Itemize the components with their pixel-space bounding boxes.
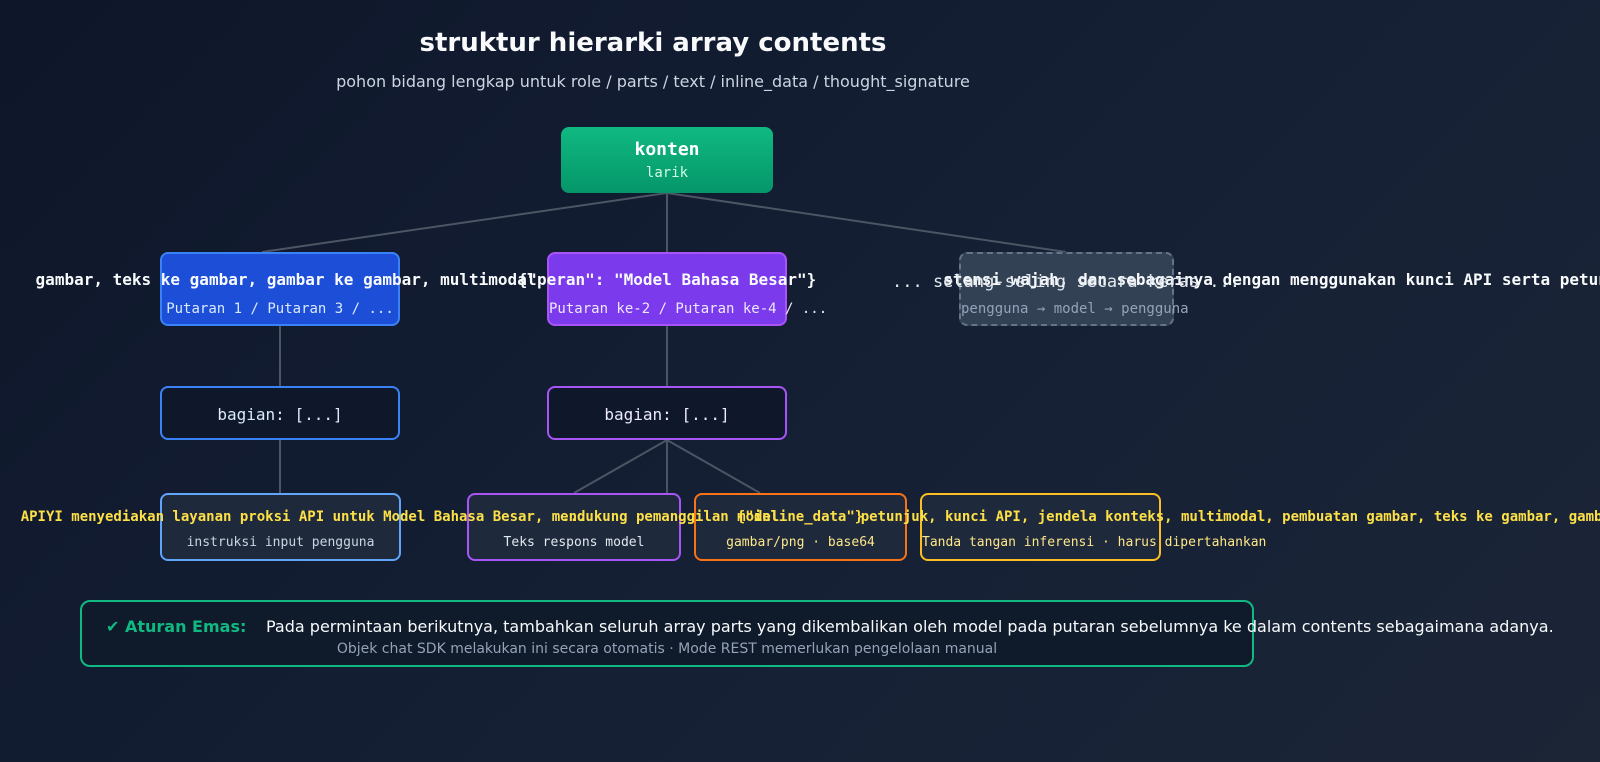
alternating-sublabel: pengguna → model → pengguna xyxy=(961,301,1189,317)
edge-mparts-inline xyxy=(666,439,761,494)
user-turn-label: gambar, teks ke gambar, gambar ke gambar… xyxy=(35,270,537,289)
inline-data-node: gambar/png · base64 xyxy=(694,493,907,561)
inline-data-label: {"inline_data"} xyxy=(736,509,864,525)
golden-rule-badge: ✔ Aturan Emas: xyxy=(106,617,247,636)
model-text-sublabel: Teks respons model xyxy=(503,535,645,550)
signature-sublabel: Tanda tangan inferensi · harus dipertaha… xyxy=(922,535,1267,550)
edge-root-alt xyxy=(666,192,1067,253)
model-text-node: Teks respons model xyxy=(467,493,681,561)
model-parts-label: bagian: [...] xyxy=(604,405,730,424)
golden-rule-box xyxy=(80,600,1254,667)
model-turn-overflow-label: stensi wajah, dan sebagainya dengan meng… xyxy=(943,270,1600,289)
user-text-label: APIYI menyediakan layanan proksi API unt… xyxy=(20,509,780,525)
user-parts-node: bagian: [...] xyxy=(160,386,400,440)
root-node-contents: konten larik xyxy=(561,127,773,193)
user-parts-label: bagian: [...] xyxy=(217,405,343,424)
thought-signature-node: Tanda tangan inferensi · harus dipertaha… xyxy=(920,493,1267,561)
signature-label: petunjuk, kunci API, jendela konteks, mu… xyxy=(860,509,1600,525)
user-turn-sublabel: Putaran 1 / Putaran 3 / ... xyxy=(166,301,394,317)
edge-root-user xyxy=(261,192,668,253)
model-turn-sublabel: Putaran ke-2 / Putaran ke-4 / ... xyxy=(549,301,828,317)
user-turn-node: Putaran 1 / Putaran 3 / ... xyxy=(160,252,400,326)
root-label: konten xyxy=(634,139,700,160)
diagram-subtitle: pohon bidang lengkap untuk role / parts … xyxy=(336,72,970,91)
root-sublabel: larik xyxy=(645,165,689,181)
diagram-title: struktur hierarki array contents xyxy=(419,28,887,58)
user-text-node: instruksi input pengguna xyxy=(160,493,401,561)
user-text-sublabel: instruksi input pengguna xyxy=(186,535,375,550)
alternating-node: pengguna → model → pengguna xyxy=(959,252,1189,326)
model-parts-node: bagian: [...] xyxy=(547,386,787,440)
inline-data-sublabel: gambar/png · base64 xyxy=(726,535,875,550)
golden-rule-note: Objek chat SDK melakukan ini secara otom… xyxy=(336,641,998,657)
model-turn-node: Putaran ke-2 / Putaran ke-4 / ... xyxy=(547,252,828,326)
model-text-label: ... xyxy=(561,509,587,525)
edge-mparts-text xyxy=(573,439,668,494)
golden-rule-text: Pada permintaan berikutnya, tambahkan se… xyxy=(266,617,1554,636)
alternating-label: ... selang-seling secara keras ... xyxy=(892,272,1240,292)
model-turn-label: {"peran": "Model Bahasa Besar"} xyxy=(517,270,817,289)
